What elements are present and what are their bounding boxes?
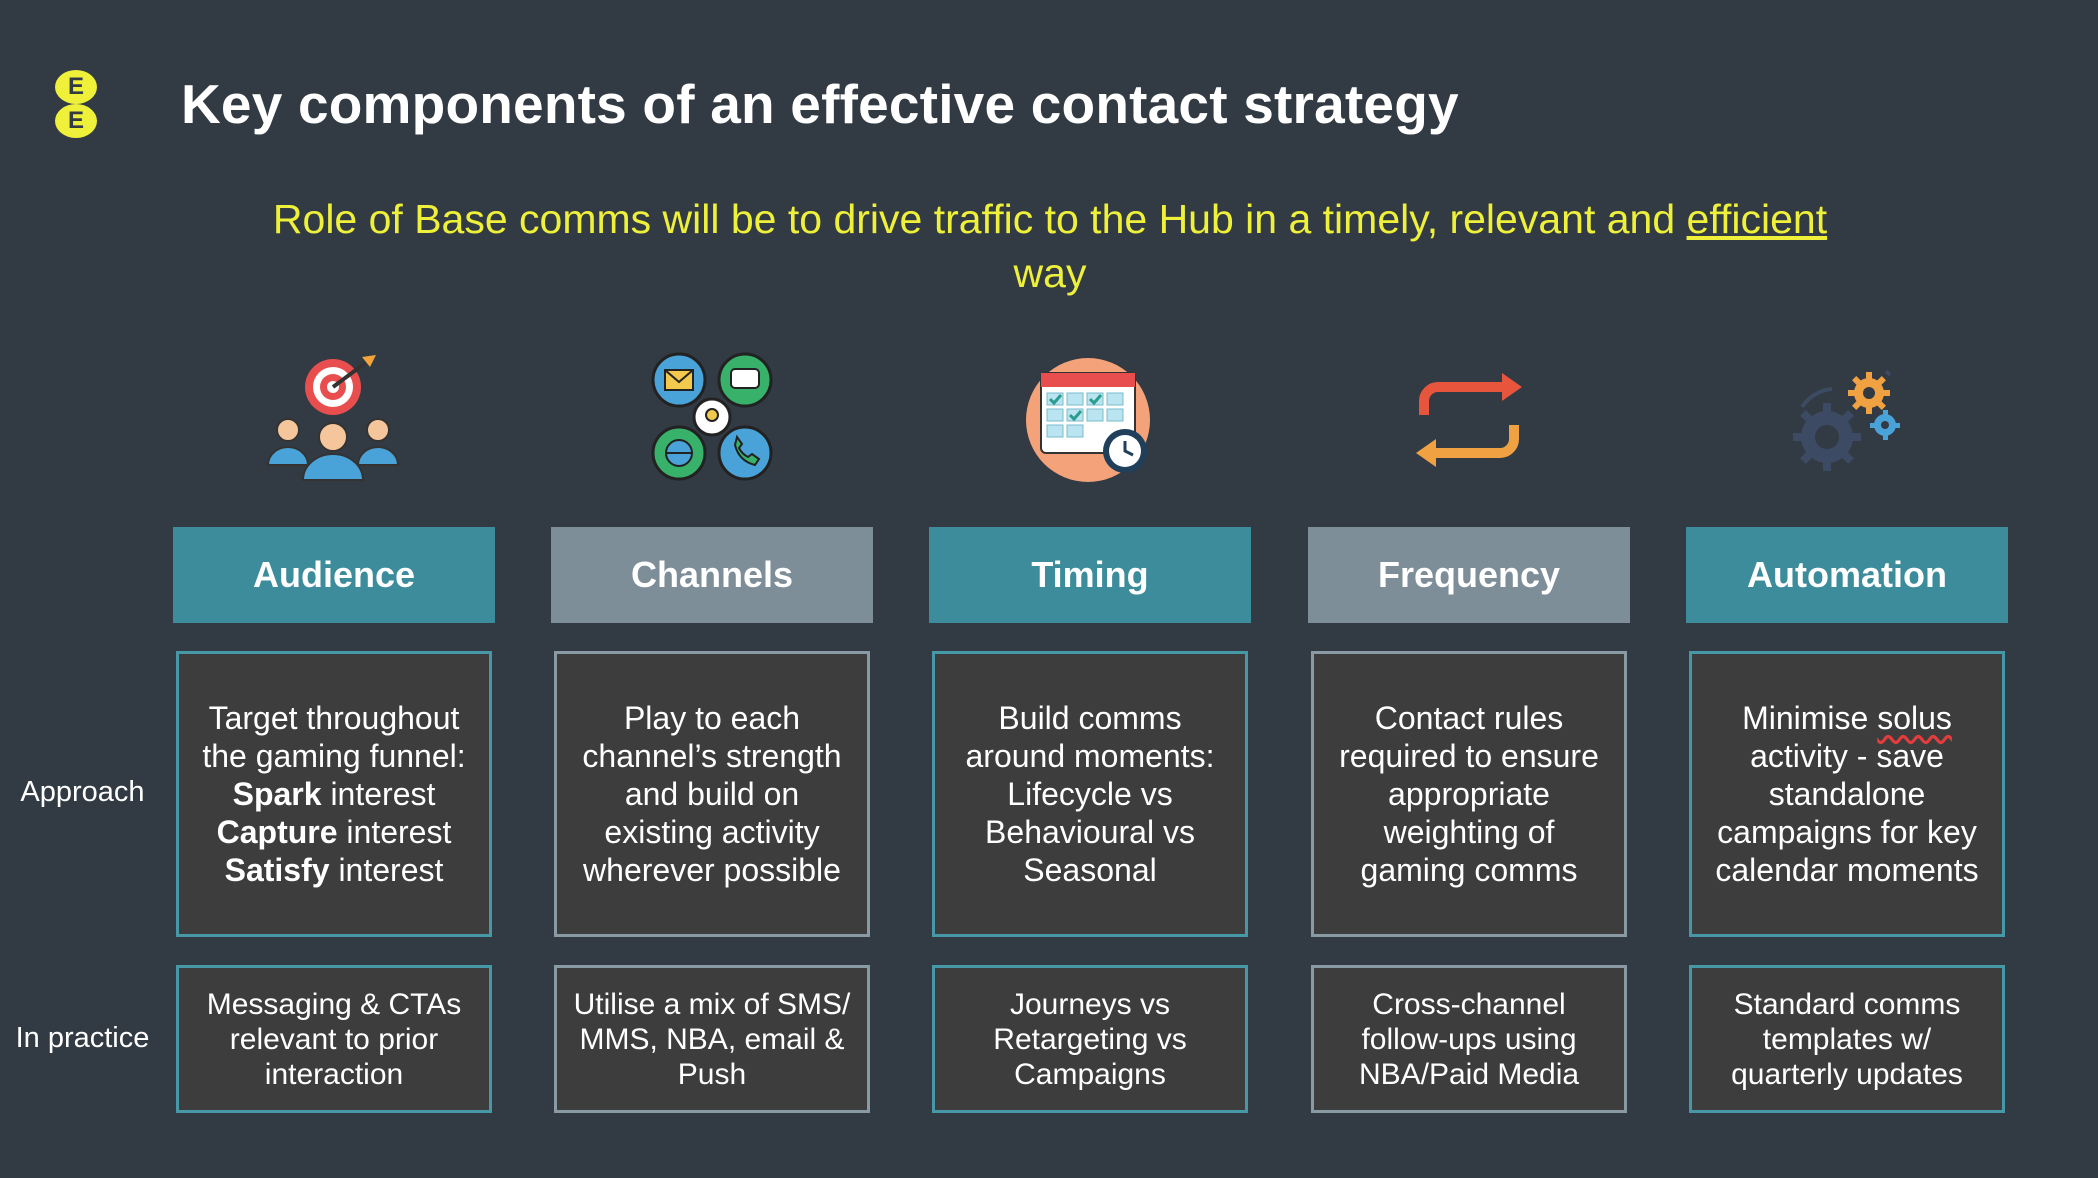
audience-satisfy: Satisfy [224, 852, 330, 888]
approach-automation-text: Minimise solus activity - save standalon… [1706, 699, 1988, 889]
practice-audience: Messaging & CTAs relevant to prior inter… [176, 965, 492, 1113]
practice-automation: Standard comms templates w/ quarterly up… [1689, 965, 2005, 1113]
header-timing: Timing [929, 527, 1251, 623]
audience-line-2: the gaming funnel: [202, 738, 466, 774]
practice-frequency-text: Cross-channel follow-ups using NBA/Paid … [1358, 987, 1580, 1091]
automation-prefix: Minimise [1742, 700, 1878, 736]
practice-audience-text: Messaging & CTAs relevant to prior inter… [206, 987, 462, 1091]
audience-target-icon [258, 345, 408, 495]
practice-frequency: Cross-channel follow-ups using NBA/Paid … [1311, 965, 1627, 1113]
audience-line-5: Satisfy interest [202, 851, 465, 889]
approach-channels: Play to each channel’s strength and buil… [554, 651, 870, 937]
approach-frequency-text: Contact rules required to ensure appropr… [1339, 700, 1599, 888]
practice-automation-text: Standard comms templates w/ quarterly up… [1731, 987, 1963, 1091]
header-automation: Automation [1686, 527, 2008, 623]
practice-channels-text: Utilise a mix of SMS/ MMS, NBA, email & … [573, 987, 851, 1091]
audience-line-3-rest: interest [321, 776, 436, 812]
approach-automation: Minimise solus activity - save standalon… [1689, 651, 2005, 937]
subtitle-suffix: way [1013, 250, 1087, 296]
approach-timing-text: Build comms around moments: Lifecycle vs… [965, 700, 1215, 888]
automation-suffix: activity - save standalone campaigns for… [1715, 738, 1979, 888]
audience-line-4: Capture interest [202, 813, 465, 851]
header-audience: Audience [173, 527, 495, 623]
header-channels: Channels [551, 527, 873, 623]
automation-flagged-word: solus [1877, 700, 1952, 736]
approach-timing: Build comms around moments: Lifecycle vs… [932, 651, 1248, 937]
slide-title: Key components of an effective contact s… [181, 73, 1459, 135]
approach-audience: Target throughout the gaming funnel: Spa… [176, 651, 492, 937]
approach-audience-text: Target throughout the gaming funnel: Spa… [202, 699, 465, 889]
slide-subtitle: Role of Base comms will be to drive traf… [150, 192, 1950, 300]
header-frequency: Frequency [1308, 527, 1630, 623]
audience-line-1: Target throughout [208, 700, 460, 736]
ee-logo: E E [55, 70, 97, 138]
audience-line-4-rest: interest [337, 814, 452, 850]
audience-spark: Spark [232, 776, 322, 812]
approach-channels-text: Play to each channel’s strength and buil… [582, 700, 842, 888]
subtitle-underlined-word: efficient [1686, 196, 1828, 242]
logo-letter-bottom: E [55, 104, 97, 138]
audience-line-3: Spark interest [202, 775, 465, 813]
repeat-arrows-icon [1394, 345, 1544, 495]
gears-icon [1772, 345, 1922, 495]
practice-timing-text: Journeys vs Retargeting vs Campaigns [993, 987, 1187, 1091]
practice-timing: Journeys vs Retargeting vs Campaigns [932, 965, 1248, 1113]
logo-letter-top: E [55, 70, 97, 104]
row-label-approach: Approach [20, 776, 145, 808]
practice-channels: Utilise a mix of SMS/ MMS, NBA, email & … [554, 965, 870, 1113]
audience-line-5-rest: interest [329, 852, 444, 888]
calendar-clock-icon [1013, 345, 1163, 495]
row-label-practice: In practice [15, 1022, 150, 1054]
subtitle-prefix: Role of Base comms will be to drive traf… [272, 196, 1687, 242]
audience-capture: Capture [216, 814, 338, 850]
channels-icon [637, 345, 787, 495]
approach-frequency: Contact rules required to ensure appropr… [1311, 651, 1627, 937]
